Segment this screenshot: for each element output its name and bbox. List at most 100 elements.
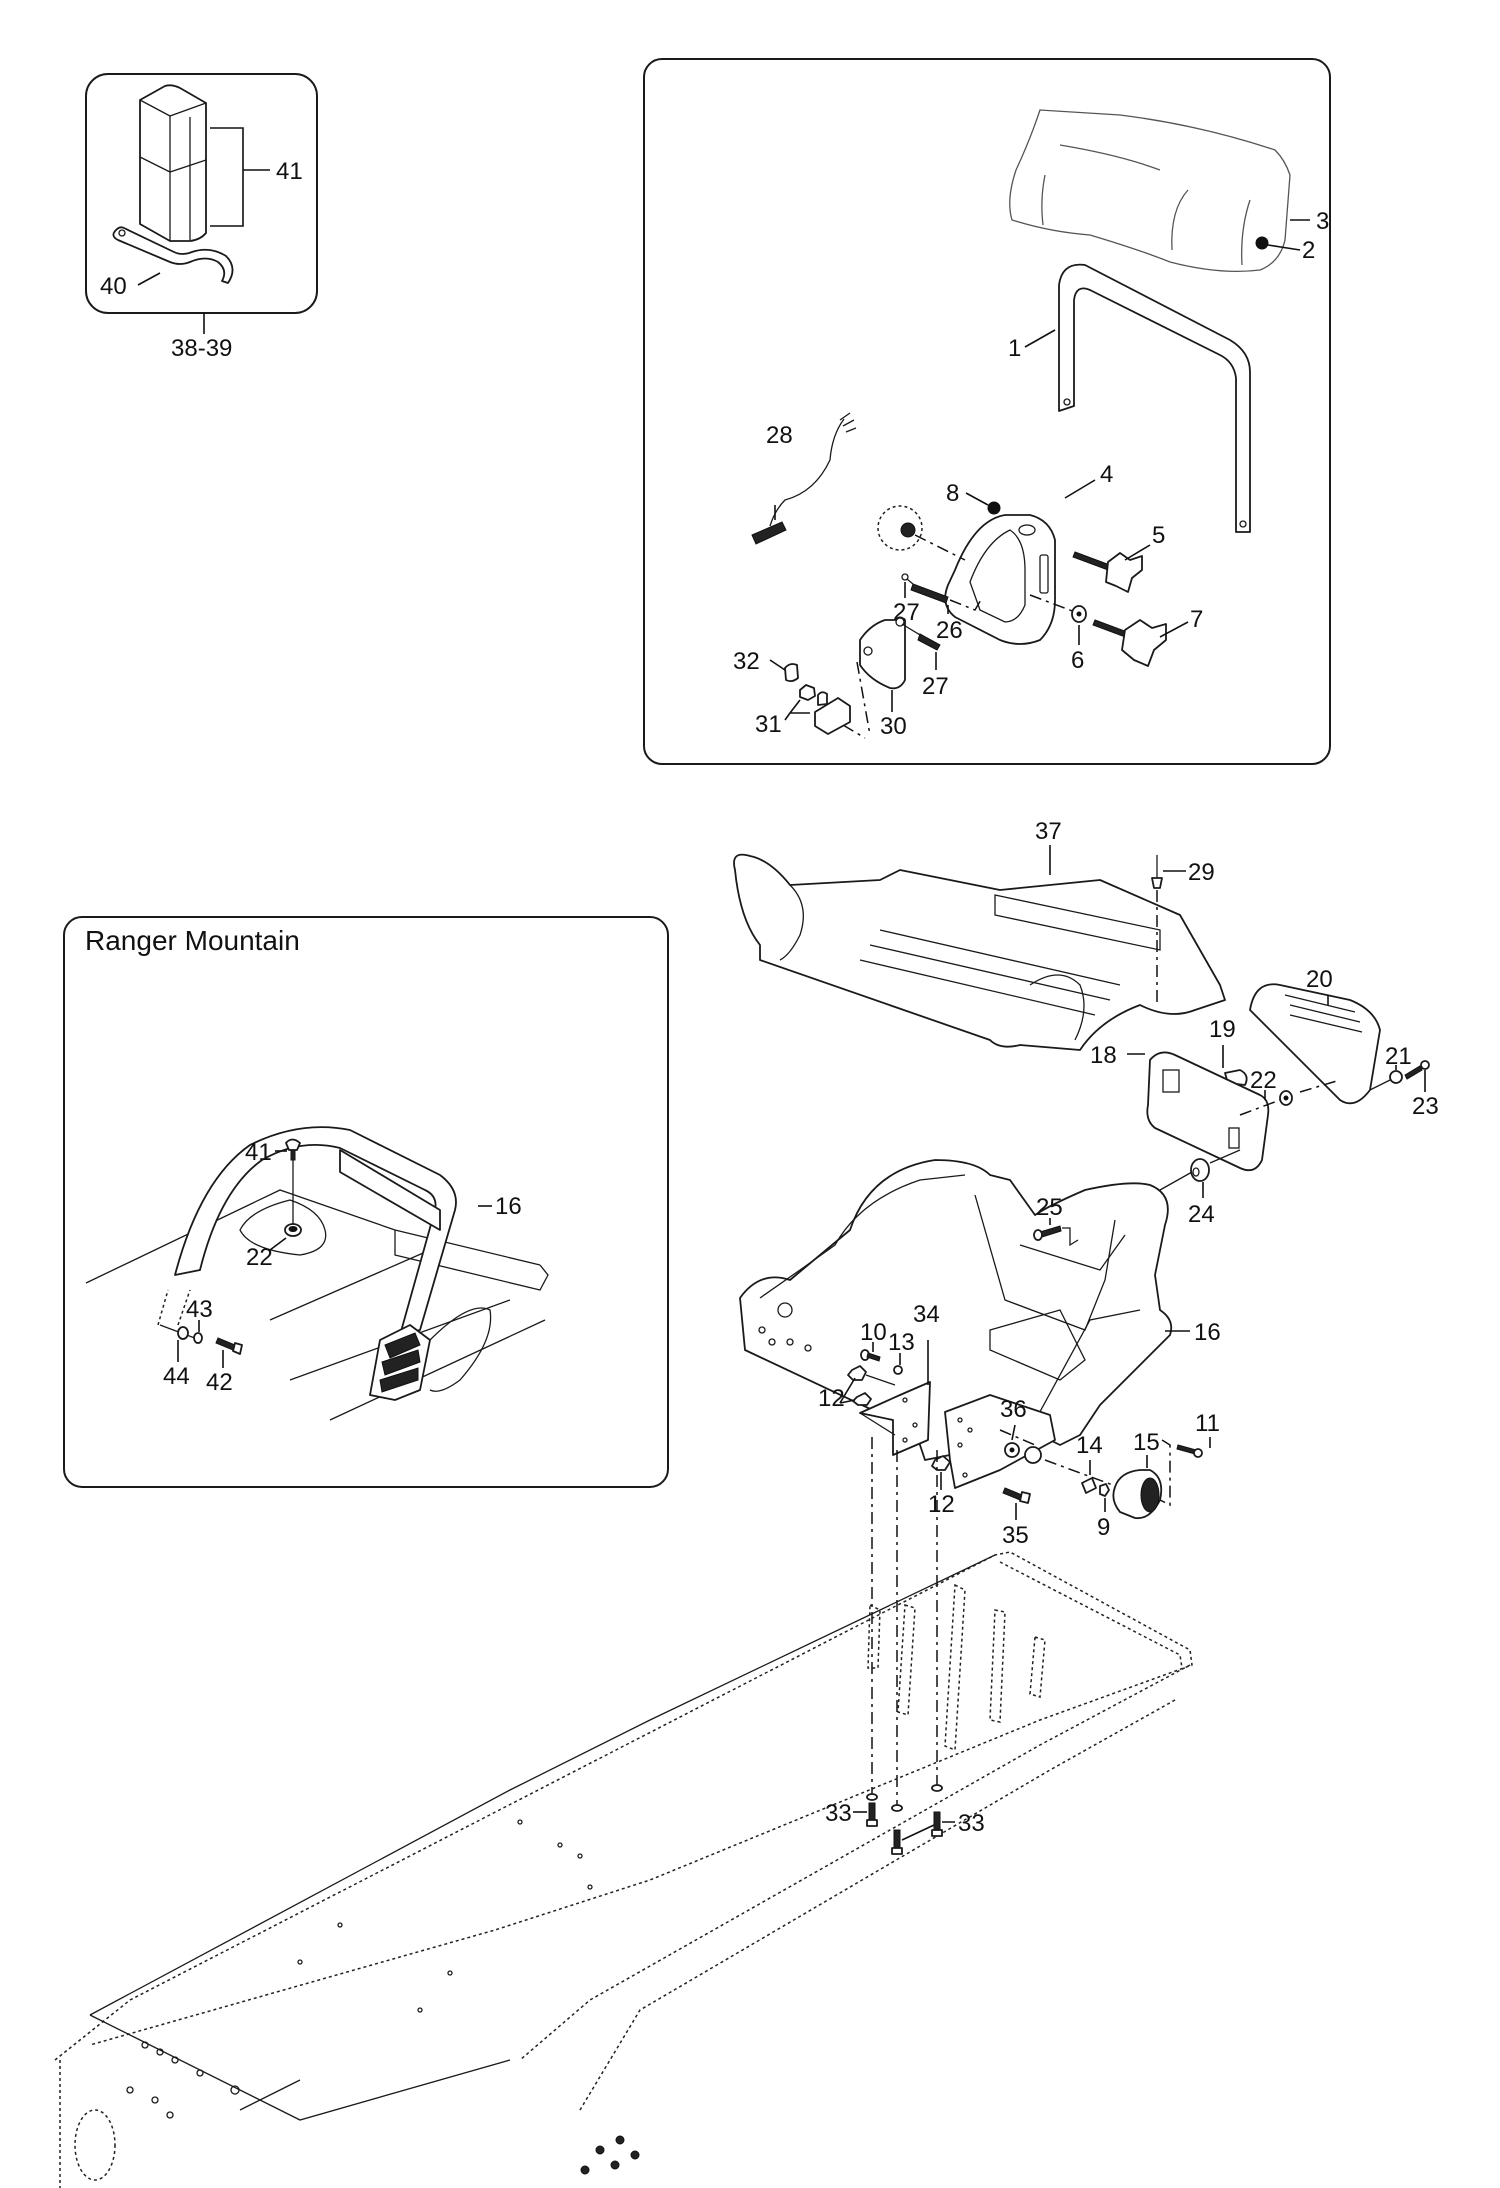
wheel-15 <box>1112 1469 1163 1520</box>
ranger-mountain-title: Ranger Mountain <box>85 925 300 956</box>
callout-15: 15 <box>1133 1429 1160 1456</box>
callout-33a: 33 <box>825 1800 852 1827</box>
callout-28: 28 <box>766 422 793 449</box>
leader-5 <box>1124 544 1151 561</box>
bolt-10 <box>860 1349 881 1362</box>
ranger-mountain-panel: Ranger Mountain 41 22 16 <box>63 916 669 1488</box>
leader-8 <box>965 492 989 506</box>
callout-33b: 33 <box>958 1810 985 1837</box>
callout-3: 3 <box>1316 208 1329 235</box>
callout-12a: 12 <box>818 1385 845 1412</box>
callout-21: 21 <box>1385 1043 1412 1070</box>
rm-callout-43: 43 <box>186 1296 213 1323</box>
callout-6: 6 <box>1071 647 1084 674</box>
bolt-27 <box>901 623 941 651</box>
callout-41: 41 <box>276 158 303 185</box>
leader-41 <box>210 127 270 227</box>
callout-9: 9 <box>1097 1514 1110 1541</box>
taillight-lens-20 <box>1249 983 1381 1105</box>
sleeve-14 <box>1081 1477 1097 1494</box>
rm-callout-42: 42 <box>206 1369 233 1396</box>
callout-10: 10 <box>860 1319 887 1346</box>
leader-36 <box>1011 1424 1016 1441</box>
callout-22: 22 <box>1250 1067 1277 1094</box>
spring-26 <box>901 573 983 611</box>
callout-26: 26 <box>936 617 963 644</box>
screws-33 <box>866 1784 943 1855</box>
rm-leader-22 <box>269 1237 287 1251</box>
callout-1: 1 <box>1008 335 1021 362</box>
leader-2 <box>1267 244 1301 251</box>
leader-33b <box>901 1821 955 1841</box>
bolt-25 <box>1033 1225 1079 1247</box>
backrest-cushion <box>1009 109 1291 273</box>
gear-wheel <box>877 505 966 561</box>
main-assembly: 37 29 20 19 21 <box>54 818 1439 2188</box>
tool-bag <box>139 84 207 242</box>
knob-7 <box>1092 619 1167 667</box>
rm-fasteners <box>157 1289 243 1355</box>
bolt-11 <box>1159 1439 1203 1507</box>
wire-harness <box>751 412 857 545</box>
callout-8: 8 <box>946 480 959 507</box>
backrest-frame <box>643 58 1331 765</box>
callout-11: 11 <box>1195 1410 1220 1437</box>
washer-6 <box>1029 594 1087 623</box>
leader-31 <box>784 699 810 721</box>
callout-19: 19 <box>1209 1016 1236 1043</box>
ranger-mountain-frame <box>63 916 669 1488</box>
nut-9 <box>1099 1483 1110 1497</box>
callout-34: 34 <box>913 1301 940 1328</box>
rm-deck <box>85 1189 549 1291</box>
spacer-24 <box>1159 1149 1241 1191</box>
backrest-panel: 3 2 1 28 8 4 <box>643 58 1331 765</box>
rivet-29 <box>1151 855 1163 1005</box>
bracket-34 <box>859 1381 931 1456</box>
bracket-plug <box>987 501 1001 515</box>
callout-20: 20 <box>1306 966 1333 993</box>
callout-31: 31 <box>755 711 782 738</box>
tool-kit-frame <box>85 73 318 314</box>
callout-4: 4 <box>1100 461 1113 488</box>
bushing-36 <box>1004 1442 1042 1464</box>
handle-bracket <box>944 501 1056 645</box>
backrest-plug <box>1255 236 1269 250</box>
callout-32: 32 <box>733 648 760 675</box>
callout-16: 16 <box>1194 1319 1221 1346</box>
knob-5 <box>1072 551 1143 593</box>
leader-32 <box>769 659 786 671</box>
cap-32 <box>784 663 799 683</box>
rm-callout-22: 22 <box>246 1244 273 1271</box>
leader-40 <box>137 272 161 286</box>
callout-14: 14 <box>1076 1432 1103 1459</box>
cover-30 <box>842 616 906 739</box>
callout-35: 35 <box>1002 1522 1029 1549</box>
tunnel <box>54 1551 1193 2188</box>
rack-frame-16 <box>739 1159 1173 1461</box>
callout-13: 13 <box>888 1329 915 1356</box>
callout-23: 23 <box>1412 1093 1439 1120</box>
rm-grommet-22 <box>284 1223 302 1237</box>
rm-bolt-41 <box>285 1138 301 1225</box>
rm-callout-41: 41 <box>245 1139 272 1166</box>
tool-kit-panel: 41 40 38-39 <box>85 73 318 362</box>
callout-18: 18 <box>1090 1042 1117 1069</box>
callout-25: 25 <box>1036 1194 1063 1221</box>
callout-40: 40 <box>100 273 127 300</box>
callout-24: 24 <box>1188 1201 1215 1228</box>
seat-37 <box>733 853 1226 1051</box>
grommet-22 <box>1239 1079 1341 1116</box>
callout-37: 37 <box>1035 818 1062 845</box>
callout-7: 7 <box>1190 606 1203 633</box>
callout-2: 2 <box>1302 237 1315 264</box>
spanner-wrench <box>112 226 234 284</box>
callout-38-39: 38-39 <box>171 335 232 362</box>
switch-31 <box>799 684 851 735</box>
callout-30: 30 <box>880 713 907 740</box>
rm-callout-16: 16 <box>495 1193 522 1220</box>
leader-7 <box>1159 621 1189 638</box>
rm-callout-44: 44 <box>163 1363 190 1390</box>
callout-36: 36 <box>1000 1396 1027 1423</box>
taillight-housing-18 <box>1146 1051 1270 1172</box>
